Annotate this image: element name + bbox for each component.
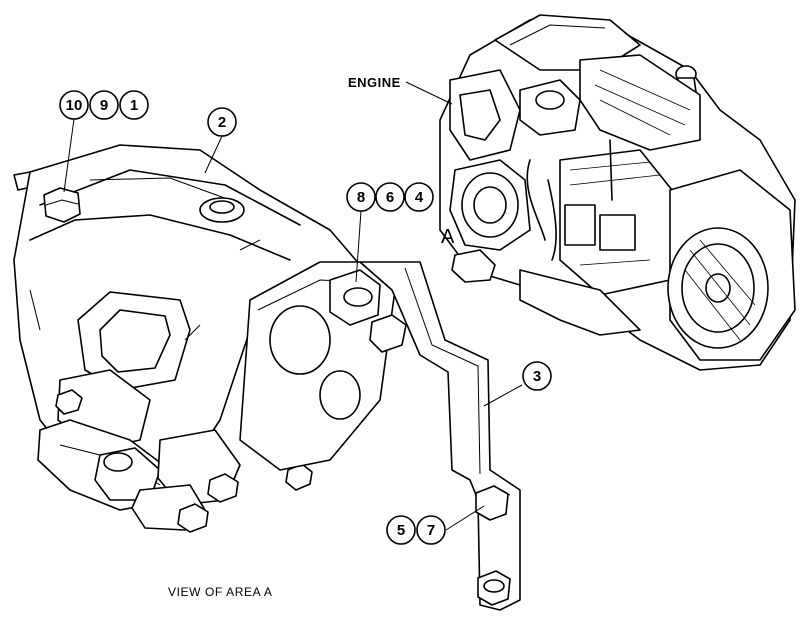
alternator-assembly: [13, 144, 407, 533]
callout-9: 9: [89, 90, 119, 120]
callout-number: 5: [397, 522, 405, 539]
callout-5: 5: [386, 515, 416, 545]
callout-6: 6: [375, 182, 405, 212]
callout-10: 10: [59, 90, 89, 120]
callout-number: 6: [386, 189, 394, 206]
callout-1: 1: [119, 90, 149, 120]
callout-number: 8: [357, 189, 365, 206]
area-a-label: A: [441, 226, 455, 248]
callout-bubbles: 10 9 1 2 8 6 4 3 5 7: [59, 90, 552, 545]
callout-2: 2: [207, 107, 237, 137]
callout-number: 10: [66, 97, 83, 114]
callout-number: 7: [427, 522, 435, 539]
bracket: [359, 261, 521, 611]
callout-7: 7: [416, 515, 446, 545]
callout-number: 2: [218, 114, 226, 131]
callout-number: 4: [415, 189, 424, 206]
callout-number: 9: [100, 97, 108, 114]
callout-number: 1: [130, 97, 138, 114]
view-caption: VIEW OF AREA A: [168, 585, 272, 599]
callout-4: 4: [404, 182, 434, 212]
leader-lines: [63, 81, 523, 531]
callout-3: 3: [522, 361, 552, 391]
engine-illustration: [439, 14, 796, 371]
engine-label: ENGINE: [348, 75, 401, 90]
callout-number: 3: [533, 368, 541, 385]
callout-8: 8: [346, 182, 376, 212]
